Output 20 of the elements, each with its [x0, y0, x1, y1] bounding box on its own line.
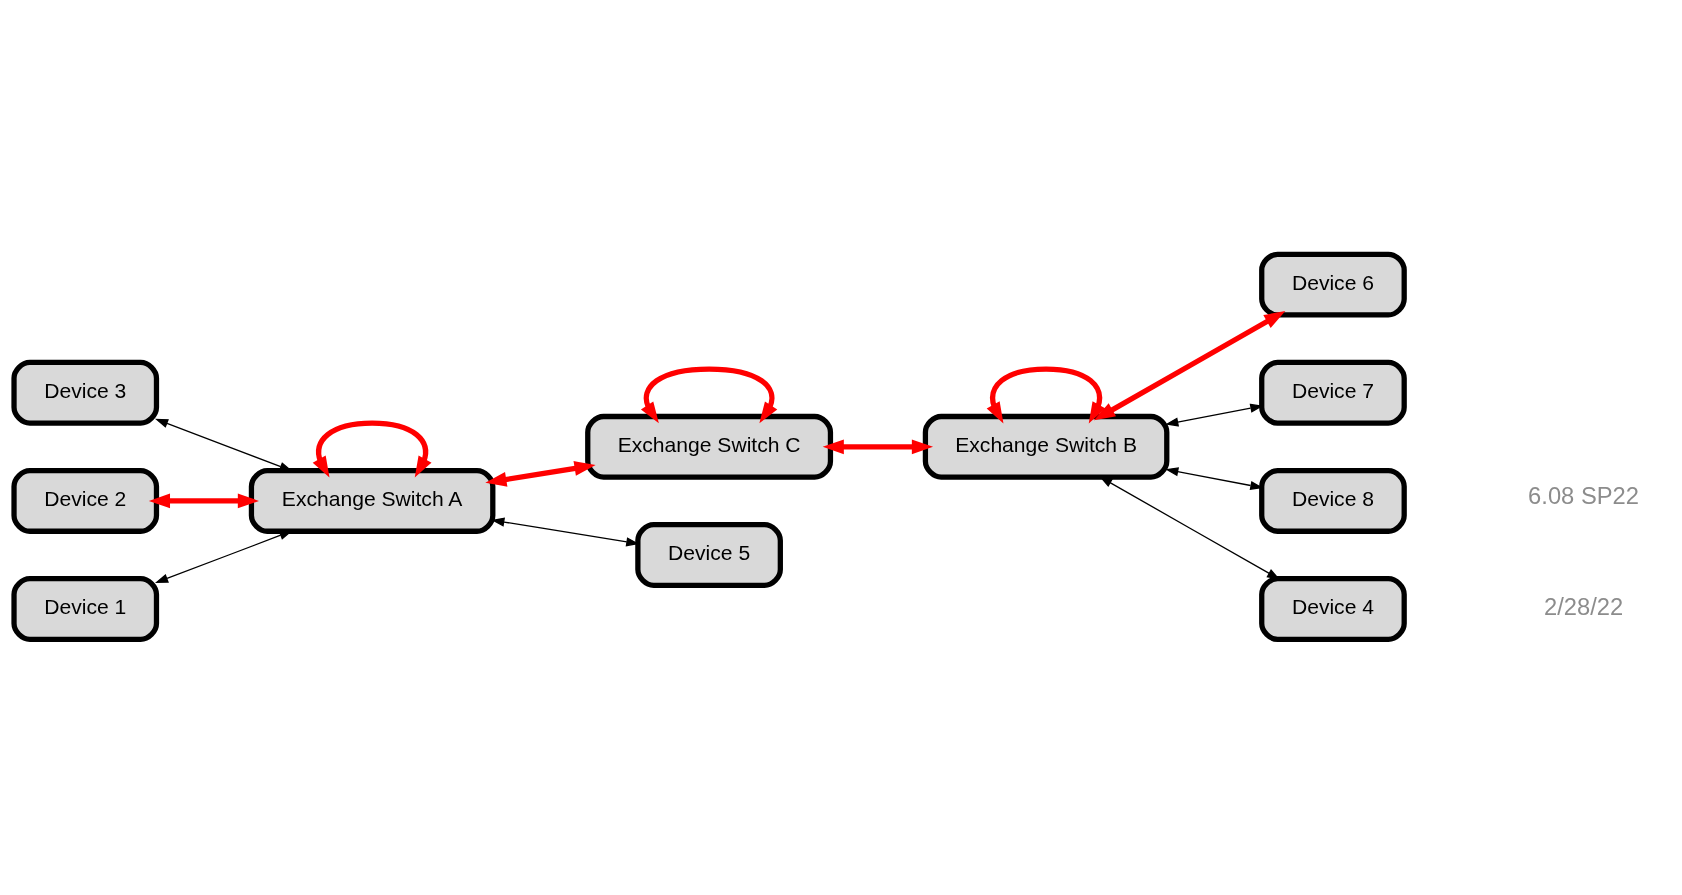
node-box: Exchange Switch C — [585, 413, 834, 480]
node-box: Device 6 — [1259, 251, 1407, 318]
arrow — [640, 366, 778, 424]
node-box: Device 1 — [11, 576, 160, 643]
node-box: Device 8 — [1259, 467, 1407, 534]
label: 6.08 SP22 — [1528, 483, 1639, 510]
label: 2/28/22 — [1543, 593, 1624, 620]
node-box: Device 7 — [1259, 359, 1407, 426]
node-box: Device 2 — [11, 467, 160, 534]
node-box: Exchange Switch B — [922, 413, 1170, 480]
node-box: Device 4 — [1259, 576, 1407, 643]
arrow — [485, 461, 596, 487]
arrow — [1093, 311, 1286, 421]
node-box: Device 3 — [11, 359, 160, 426]
node-box: Exchange Switch A — [248, 467, 496, 534]
arrow — [986, 366, 1106, 424]
node-box: Device 5 — [635, 522, 783, 588]
arrow — [312, 420, 432, 478]
arrow — [148, 493, 259, 509]
arrow — [822, 439, 934, 455]
